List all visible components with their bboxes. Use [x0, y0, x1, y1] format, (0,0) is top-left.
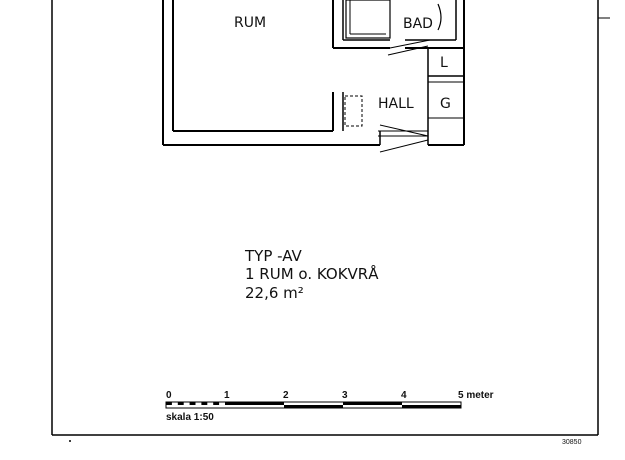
- scale-bar: 0 1 2 3 4 5 meter skala 1:50: [165, 390, 494, 423]
- scale-label: skala 1:50: [166, 412, 214, 423]
- scale-fine-segment: [189, 402, 196, 405]
- scale-fine-segment: [201, 402, 208, 405]
- scale-tick-2: 2: [283, 390, 289, 401]
- apartment-type: TYP -AV: [244, 247, 303, 265]
- room-label-rum: RUM: [234, 15, 266, 31]
- scale-fine-segment: [177, 402, 184, 405]
- room-label-bad: BAD: [403, 16, 433, 32]
- apartment-layout: 1 RUM o. KOKVRÅ: [245, 264, 379, 283]
- room-label-closet-l: L: [440, 55, 448, 71]
- scale-tick-5: 5 meter: [458, 390, 494, 401]
- scale-tick-0: 0: [166, 390, 172, 401]
- apartment-area: 22,6 m²: [245, 284, 304, 302]
- room-label-hall: HALL: [378, 96, 414, 112]
- scale-fine-segment: [166, 402, 172, 405]
- scale-tick-3: 3: [342, 390, 348, 401]
- room-label-closet-g: G: [440, 96, 451, 112]
- corner-mark: [69, 440, 71, 442]
- scale-tick-1: 1: [224, 390, 230, 401]
- apartment-walls: [162, 0, 465, 153]
- scale-tick-4: 4: [401, 390, 407, 401]
- scale-fine-segment: [213, 402, 220, 405]
- drawing-number: 30850: [562, 439, 582, 446]
